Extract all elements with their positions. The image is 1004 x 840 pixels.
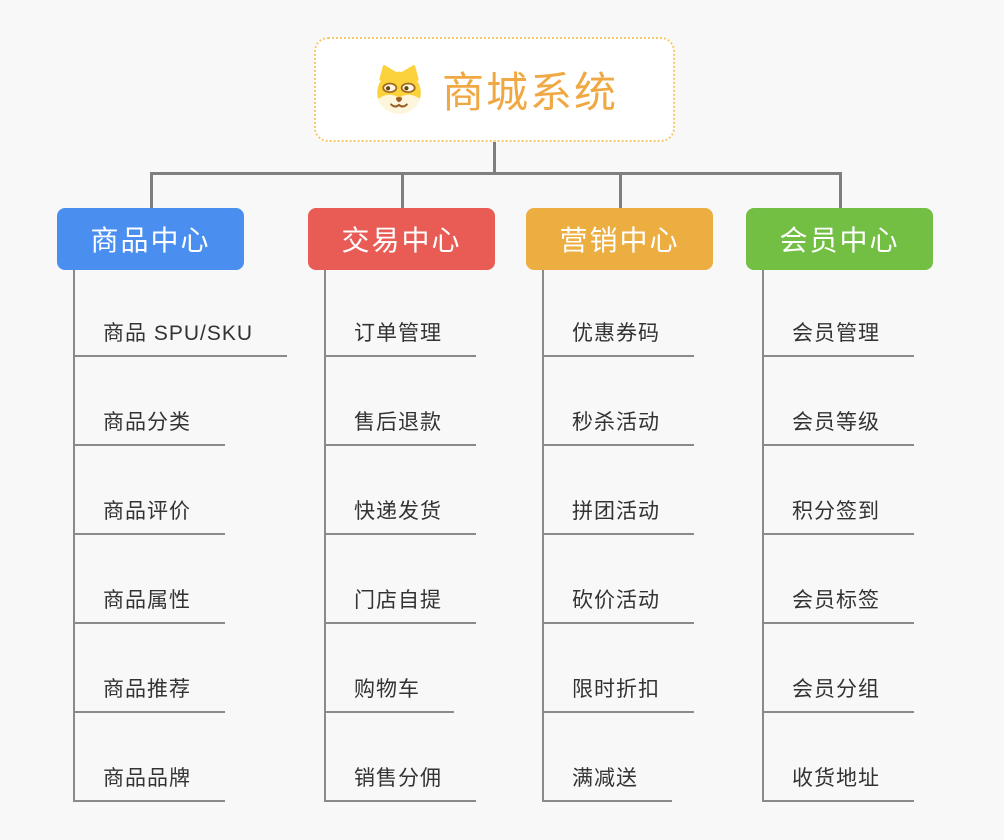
branch-connector-drop <box>150 174 153 208</box>
leaf-node[interactable]: 会员等级 <box>762 407 914 446</box>
leaf-node[interactable]: 秒杀活动 <box>542 407 694 446</box>
leaf-node[interactable]: 门店自提 <box>324 585 476 624</box>
leaf-node[interactable]: 会员标签 <box>762 585 914 624</box>
leaf-node[interactable]: 满减送 <box>542 763 672 802</box>
leaf-node[interactable]: 积分签到 <box>762 496 914 535</box>
leaf-node[interactable]: 会员管理 <box>762 318 914 357</box>
leaf-node[interactable]: 订单管理 <box>324 318 476 357</box>
leaf-node[interactable]: 商品属性 <box>73 585 225 624</box>
leaf-node[interactable]: 商品 SPU/SKU <box>73 318 288 357</box>
branch-connector-spine <box>150 172 842 175</box>
branch-header-1[interactable]: 商品中心 <box>57 208 244 270</box>
branch-connector-drop <box>619 174 622 208</box>
leaf-node[interactable]: 拼团活动 <box>542 496 694 535</box>
branch-label: 营销中心 <box>559 225 680 256</box>
leaf-node[interactable]: 售后退款 <box>324 407 476 446</box>
leaf-node[interactable]: 限时折扣 <box>542 674 694 713</box>
root-title: 商城系统 <box>441 69 618 116</box>
branch-connector-drop <box>839 174 842 208</box>
branch-label: 交易中心 <box>341 225 462 256</box>
branch-header-2[interactable]: 交易中心 <box>308 208 495 270</box>
branch-header-3[interactable]: 营销中心 <box>526 208 713 270</box>
leaf-node[interactable]: 优惠券码 <box>542 318 694 357</box>
branch-connector-drop <box>401 174 404 208</box>
leaf-node[interactable]: 收货地址 <box>762 763 914 802</box>
root-node[interactable]: 商城系统 <box>314 37 675 142</box>
leaf-node[interactable]: 商品分类 <box>73 407 225 446</box>
leaf-node[interactable]: 商品推荐 <box>73 674 225 713</box>
leaf-node[interactable]: 砍价活动 <box>542 585 694 624</box>
leaf-node[interactable]: 商品品牌 <box>73 763 225 802</box>
branch-label: 会员中心 <box>779 225 900 256</box>
dog-icon <box>377 64 421 114</box>
leaf-node[interactable]: 快递发货 <box>324 496 476 535</box>
branch-rail <box>762 270 764 802</box>
root-connector-stub <box>493 142 496 175</box>
branch-header-4[interactable]: 会员中心 <box>746 208 933 270</box>
branch-rail <box>73 270 75 802</box>
branch-label: 商品中心 <box>90 225 211 256</box>
leaf-node[interactable]: 购物车 <box>324 674 454 713</box>
leaf-node[interactable]: 会员分组 <box>762 674 914 713</box>
branch-rail <box>324 270 326 802</box>
leaf-node[interactable]: 商品评价 <box>73 496 225 535</box>
branch-rail <box>542 270 544 802</box>
leaf-node[interactable]: 销售分佣 <box>324 763 476 802</box>
